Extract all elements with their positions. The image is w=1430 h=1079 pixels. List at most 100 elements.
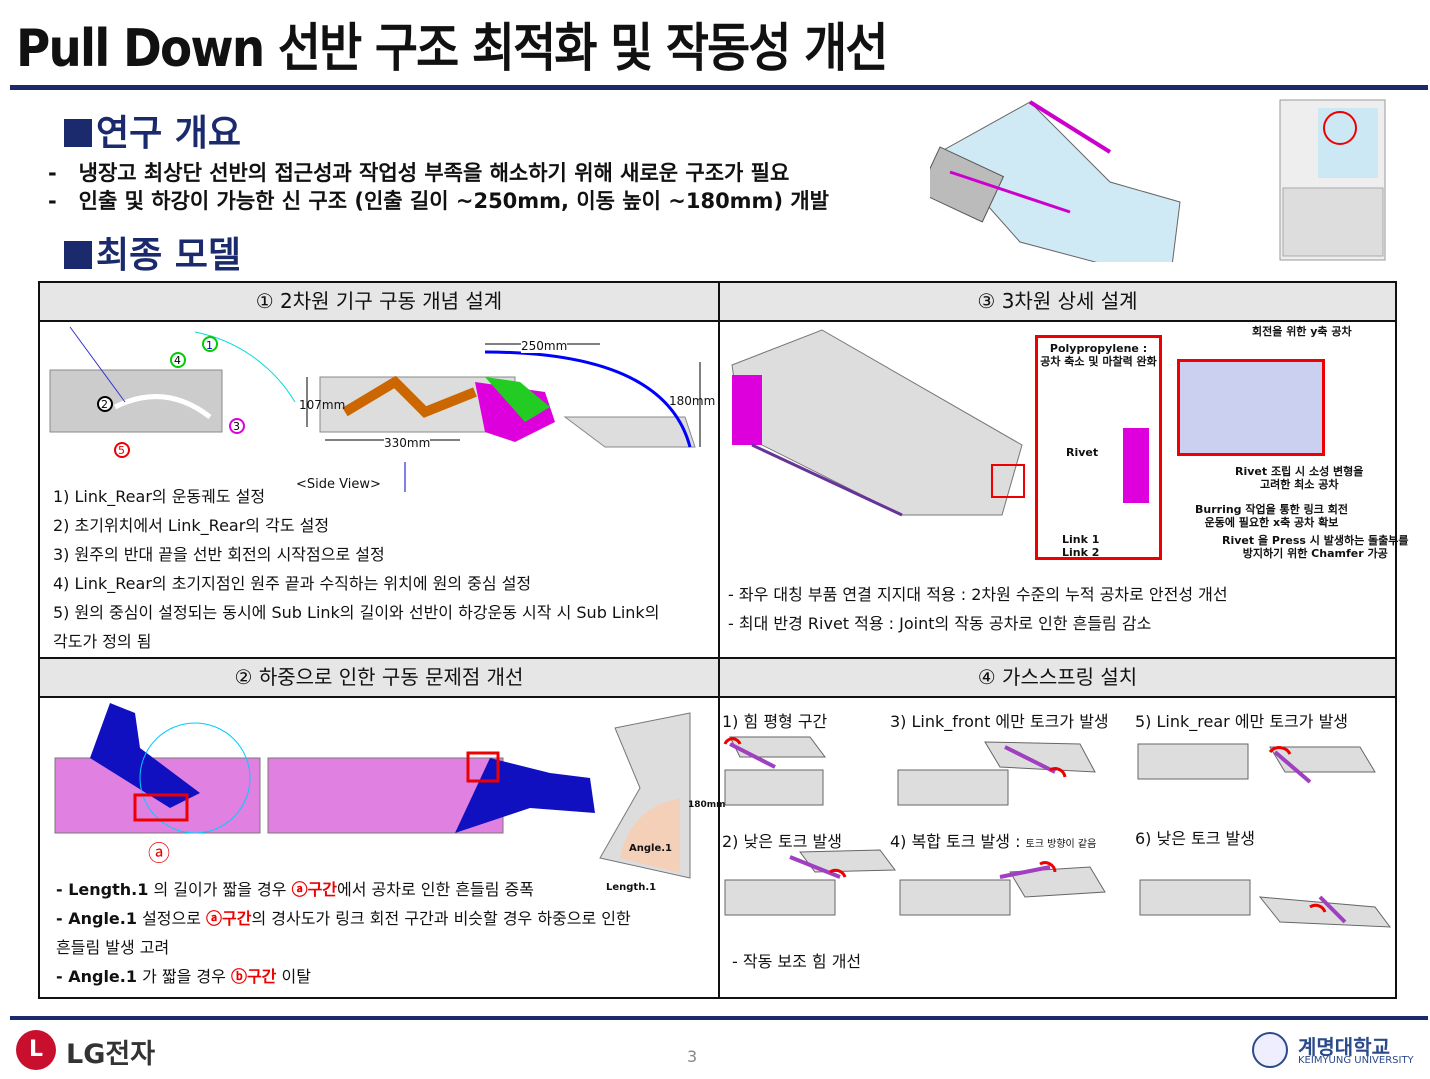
text: 의 경사도가 링크 회전 구간과 비슷할 경우 하중으로 인한 [251,909,631,928]
case-2-label: 2) 낮은 토크 발생 [722,832,842,851]
label-polypropylene: Polypropylene : [1049,342,1148,355]
panel4-note: - 작동 보조 힘 개선 [732,952,862,971]
panel3-list: - 좌우 대칭 부품 연결 지지대 적용 : 2차원 수준의 누적 공차로 안전… [728,580,1228,638]
panel2-list: - Length.1 의 길이가 짧을 경우 ⓐ구간에서 공차로 인한 흔들림 … [56,875,631,991]
panel3-header: ③ 3차원 상세 설계 [720,283,1395,322]
dim-180: 180mm [669,394,716,408]
panel2-header: ② 하중으로 인한 구동 문제점 개선 [40,659,718,698]
case-6-label: 6) 낮은 토크 발생 [1135,829,1255,848]
text: 에서 공차로 인한 흔들림 증폭 [337,880,534,899]
label-y-tolerance: 회전을 위한 y축 공차 [1252,325,1352,338]
text: 흔들림 발생 고려 [56,938,170,957]
marker-a: ⓐ [148,842,171,867]
univ-name-kr: 계명대학교 [1298,1035,1390,1059]
text: 의 길이가 짧을 경우 [148,880,292,899]
marker-3: 3 [233,420,240,433]
rivet-shape [1123,428,1149,503]
list-item: 4) Link_Rear의 초기지점인 원주 끝과 수직하는 위치에 원의 중심… [53,574,532,593]
list-item: 2) 초기위치에서 Link_Rear의 각도 설정 [53,516,330,535]
dim-180mm: 180mm [688,800,726,810]
panel1-header: ① 2차원 기구 구동 개념 설계 [40,283,718,322]
text: 4) 복합 토크 발생 : [890,832,1026,851]
list-item: 흔들림 발생 고려 [56,933,631,962]
load-issue-diagram [54,703,691,879]
dim-107: 107mm [299,398,346,412]
marker-2: 2 [101,398,108,411]
list-item: - 좌우 대칭 부품 연결 지지대 적용 : 2차원 수준의 누적 공차로 안전… [728,585,1228,604]
gas-spring-case-diagrams [723,736,1392,928]
term: - Angle.1 [56,909,137,928]
shelf-3d-detail-image [731,329,1025,517]
text: Rivet 을 Press 시 발생하는 돌출부를 [1222,534,1409,547]
length-label: Length.1 [606,882,657,893]
overview-bullet-2: - 인출 및 하강이 가능한 신 구조 (인출 길이 ~250mm, 이동 높이… [48,189,829,213]
overview-bullet-1: - 냉장고 최상단 선반의 접근성과 작업성 부족을 해소하기 위해 새로운 구… [48,161,790,185]
label-link1: Link 1 [1062,533,1100,546]
dim-250: 250mm [521,339,568,353]
marker-1: 1 [206,339,213,352]
case-1-label: 1) 힘 평형 구간 [722,712,828,731]
shelf-3d-image [930,100,1181,262]
marker-5: 5 [118,444,125,457]
final-model-heading: 최종 모델 [64,226,241,278]
list-item: 3) 원주의 반대 끝을 선반 회전의 시작점으로 설정 [53,545,385,564]
panel4-header: ④ 가스스프링 설치 [720,659,1395,698]
section-ref: ⓑ구간 [230,967,277,986]
overview-heading-text: 연구 개요 [96,113,242,154]
label-polypropylene-desc: 공차 축소 및 마찰력 완화 [1040,355,1157,368]
list-item: 각도가 정의 됨 [53,632,152,651]
dim-330: 330mm [384,436,431,450]
page-title: Pull Down 선반 구조 최적화 및 작동성 개선 [16,19,888,79]
list-item: - Angle.1 가 짧을 경우 ⓑ구간 이탈 [56,962,631,991]
list-item: - Length.1 의 길이가 짧을 경우 ⓐ구간에서 공차로 인한 흔들림 … [56,875,631,904]
list-item: 5) 원의 중심이 설정되는 동시에 Sub Link의 길이와 선반이 하강운… [53,603,660,622]
page-number: 3 [687,1047,698,1066]
row-divider [38,657,1397,659]
text: 이탈 [276,967,311,986]
section-ref: ⓐ구간 [291,880,338,899]
marker-4: 4 [174,354,181,367]
column-divider [718,281,720,999]
text: 설정으로 [136,909,207,928]
case-5-label: 5) Link_rear 에만 토크가 발생 [1135,712,1349,731]
bullet-text: 인출 및 하강이 가능한 신 구조 (인출 길이 ~250mm, 이동 높이 ~… [78,189,829,213]
text: Burring 작업을 통한 링크 회전 [1195,503,1348,516]
text: 고려한 최소 공차 [1259,478,1339,491]
text: Rivet 조립 시 소성 변형을 [1235,465,1364,478]
case-3-label: 3) Link_front 에만 토크가 발생 [890,712,1109,731]
keimyung-seal-icon [1252,1032,1288,1068]
angle-label: Angle.1 [629,843,672,854]
final-model-heading-text: 최종 모델 [96,235,242,276]
lg-logo-icon: L [16,1030,56,1070]
overview-heading: 연구 개요 [64,104,241,156]
lg-brand: LG전자 [66,1039,156,1070]
text: 운동에 필요한 x축 공차 확보 [1204,516,1339,529]
label-link2: Link 2 [1062,546,1100,559]
list-item: - 최대 반경 Rivet 적용 : Joint의 작동 공차로 인한 흔들림 … [728,614,1152,633]
label-rivet: Rivet [1066,446,1099,459]
side-view-label: <Side View> [296,477,381,492]
title-divider [10,85,1428,90]
refrigerator-image [1279,99,1386,261]
mechanism-2d-diagram: 1 2 3 4 5 [49,326,701,492]
term: - Angle.1 [56,967,137,986]
panel1-list: 1) Link_Rear의 운동궤도 설정 2) 초기위치에서 Link_Rea… [53,482,659,656]
rivet-section-detail: Polypropylene : 공차 축소 및 마찰력 완화 Rivet Lin… [1035,335,1162,560]
case-4-note: 토크 방향이 같음 [1025,839,1097,850]
univ-name-en: KEIMYUNG UNIVERSITY [1298,1055,1414,1066]
term: - Length.1 [56,880,149,899]
content-table [38,281,1397,999]
list-item: 1) Link_Rear의 운동궤도 설정 [53,487,266,506]
list-item: - Angle.1 설정으로 ⓐ구간의 경사도가 링크 회전 구간과 비슷할 경… [56,904,631,933]
bullet-text: 냉장고 최상단 선반의 접근성과 작업성 부족을 해소하기 위해 새로운 구조가… [78,161,790,185]
text: 방지하기 위한 Chamfer 가공 [1242,547,1388,560]
footer-divider [10,1016,1428,1020]
tolerance-zoom-detail [1177,359,1325,456]
case-4-label: 4) 복합 토크 발생 : 토크 방향이 같음 [890,828,1096,852]
section-ref: ⓐ구간 [206,909,252,928]
text: 가 짧을 경우 [136,967,231,986]
